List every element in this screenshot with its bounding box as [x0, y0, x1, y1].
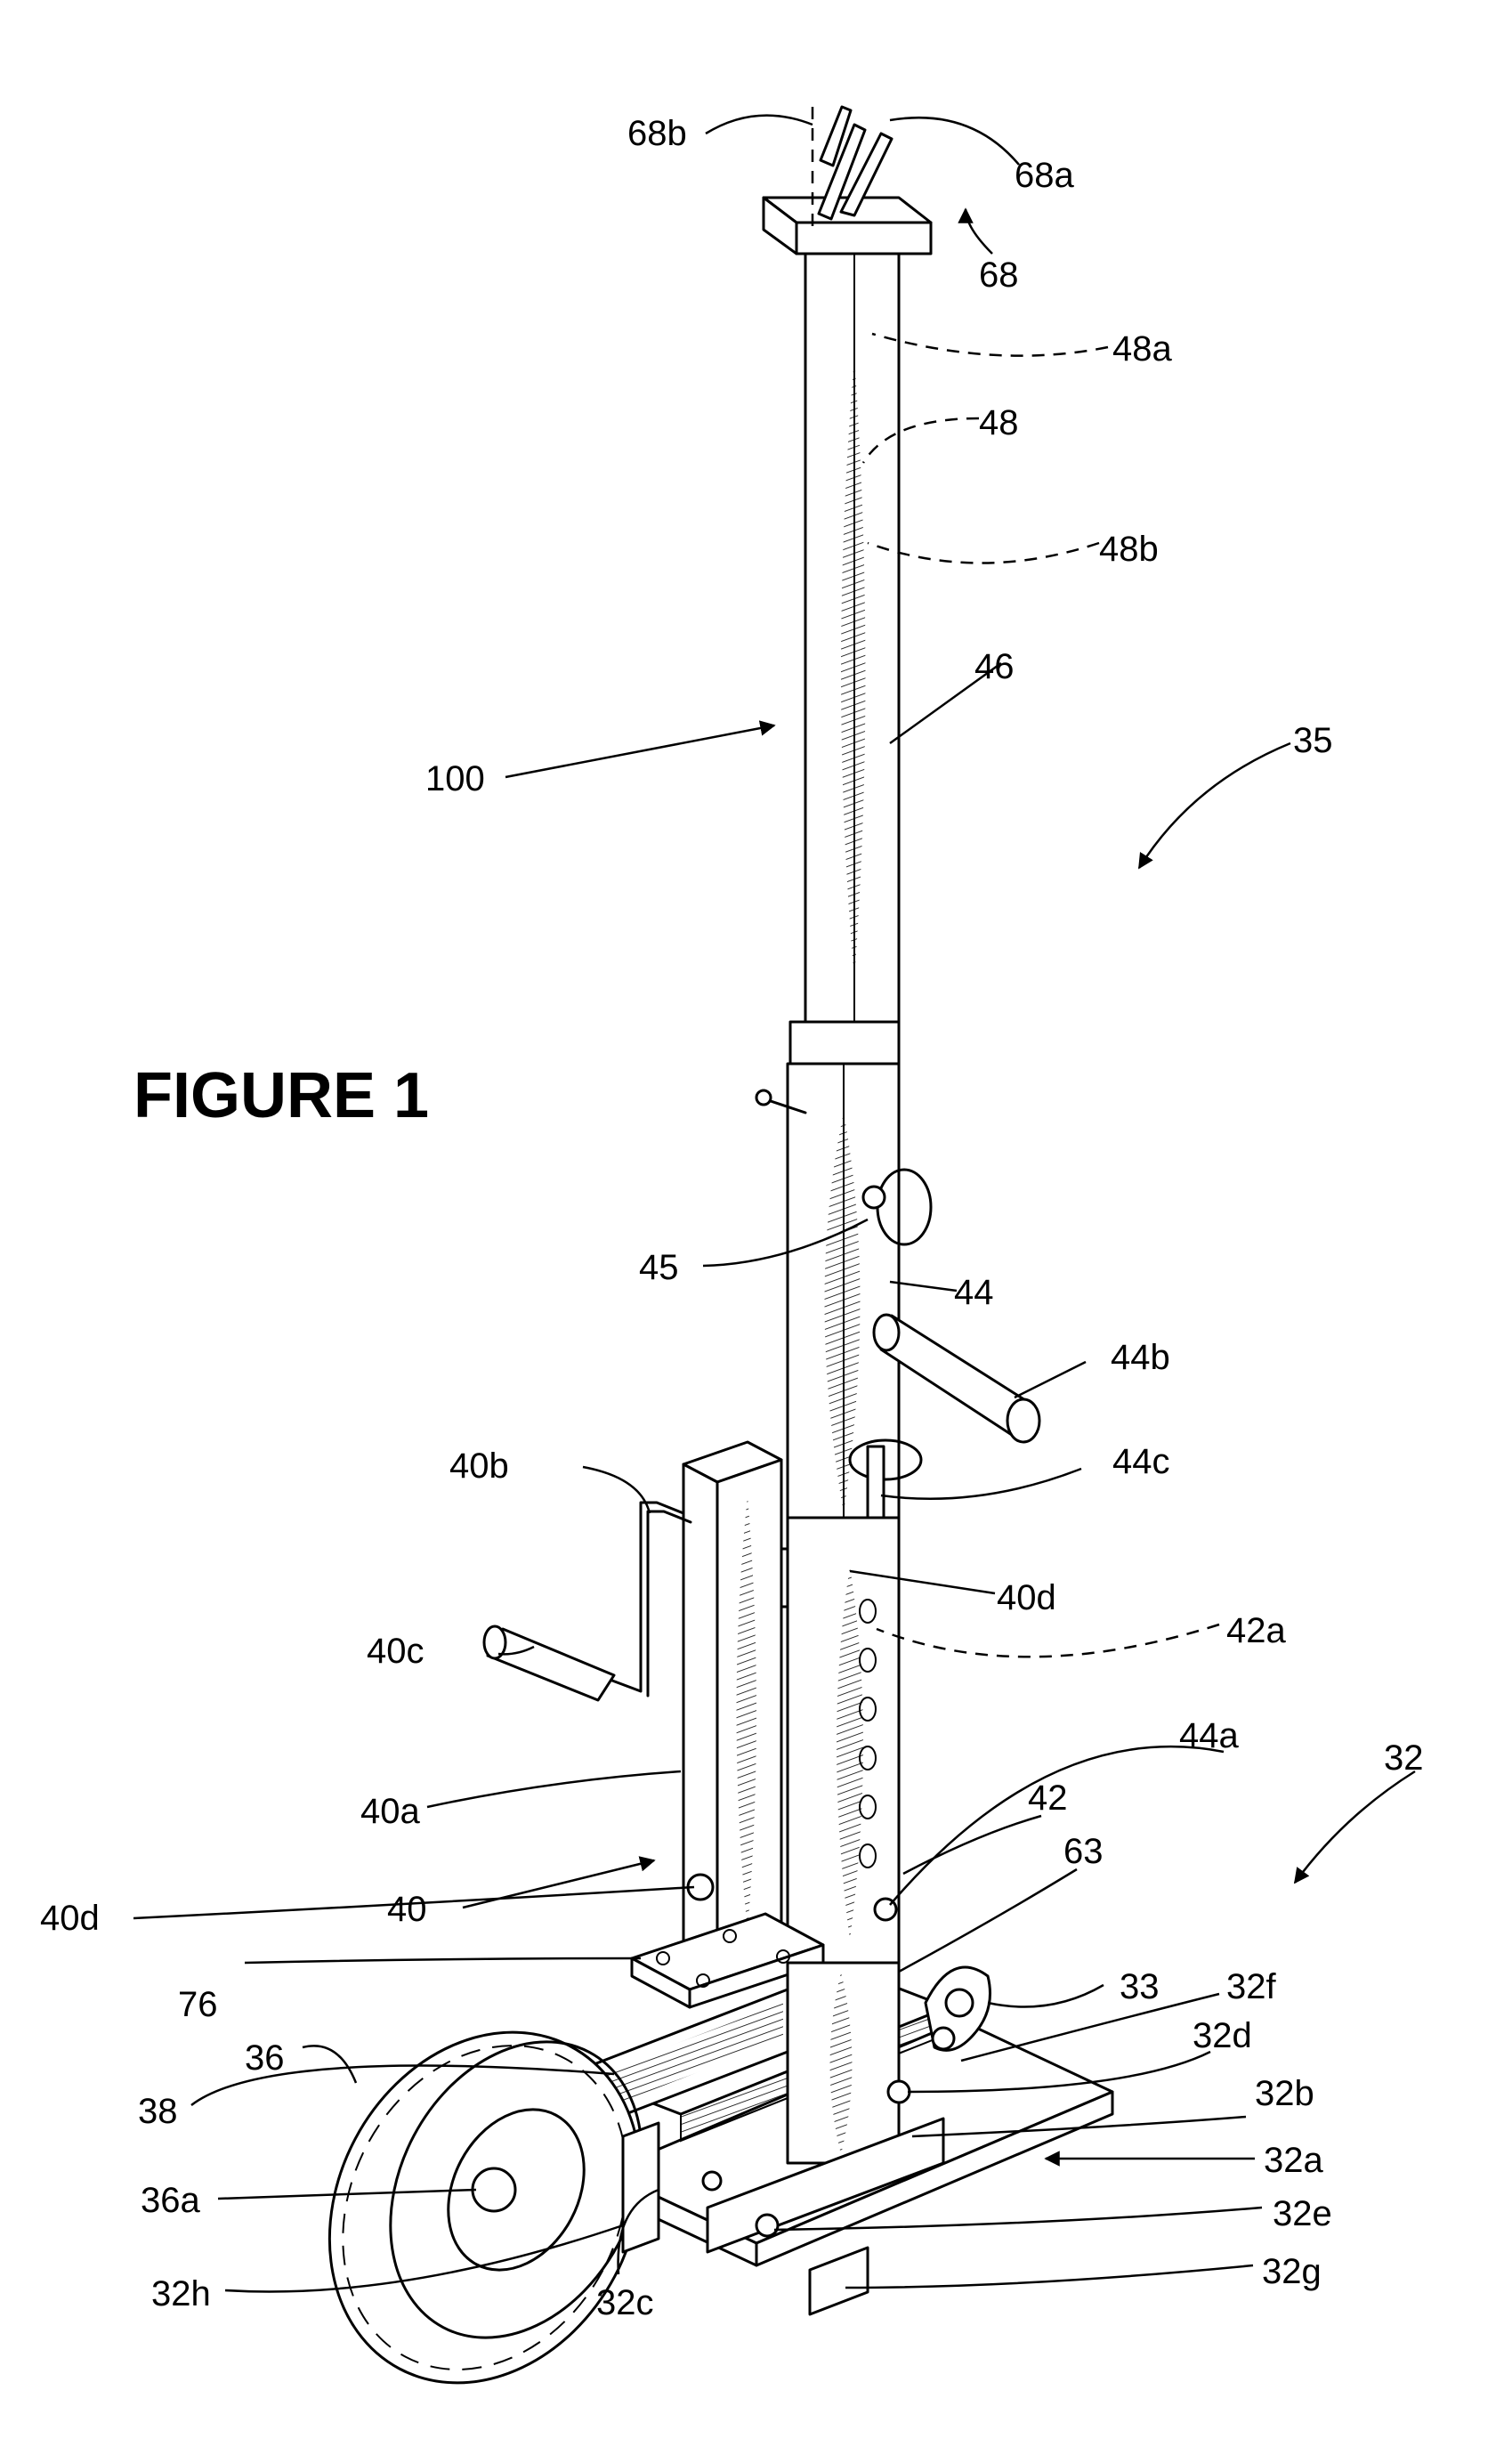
label-45: 45: [639, 1248, 679, 1287]
label-40b: 40b: [449, 1446, 509, 1486]
crank-arm-40b: [605, 1503, 683, 1691]
pin-32d: [888, 2081, 910, 2103]
label-100: 100: [425, 759, 485, 798]
label-32f: 32f: [1226, 1967, 1276, 2006]
label-36a: 36a: [141, 2181, 200, 2220]
label-36: 36: [245, 2038, 285, 2078]
pin-32e: [756, 2215, 778, 2236]
label-32g: 32g: [1262, 2252, 1322, 2291]
figure-title: FIGURE 1: [133, 1060, 429, 1131]
label-32d: 32d: [1193, 2016, 1252, 2055]
label-40: 40: [387, 1890, 427, 1929]
label-68b: 68b: [627, 114, 687, 153]
label-32b: 32b: [1255, 2074, 1314, 2113]
label-44a: 44a: [1179, 1716, 1239, 1755]
label-48a: 48a: [1112, 329, 1172, 369]
label-33: 33: [1120, 1967, 1160, 2006]
label-63: 63: [1063, 1832, 1104, 1871]
label-68a: 68a: [1015, 156, 1074, 195]
post-collar: [790, 1022, 899, 1064]
label-42: 42: [1028, 1779, 1068, 1818]
label-32: 32: [1384, 1738, 1424, 1778]
hub-36a: [473, 2168, 515, 2211]
label-48b: 48b: [1099, 530, 1159, 569]
label-38: 38: [138, 2092, 178, 2131]
label-44c: 44c: [1112, 1442, 1170, 1481]
label-48: 48: [979, 403, 1019, 442]
label-40d-bottom: 40d: [40, 1899, 100, 1938]
label-32c: 32c: [596, 2283, 654, 2322]
label-44b: 44b: [1111, 1338, 1170, 1377]
crank-jack-40: [484, 1442, 823, 2007]
upper-post-assembly: [756, 107, 1039, 1963]
label-40d-top: 40d: [997, 1578, 1056, 1617]
label-32e: 32e: [1273, 2194, 1332, 2233]
base-frame-32: [592, 1963, 1112, 2314]
label-35: 35: [1293, 721, 1333, 760]
wheel-36: [270, 1978, 700, 2438]
label-40c: 40c: [367, 1632, 424, 1671]
label-42a: 42a: [1226, 1611, 1286, 1650]
label-68: 68: [979, 255, 1019, 295]
label-32h: 32h: [151, 2274, 211, 2313]
label-44: 44: [954, 1273, 994, 1312]
label-32a: 32a: [1264, 2141, 1323, 2180]
label-76: 76: [178, 1985, 218, 2024]
label-46: 46: [974, 647, 1015, 686]
label-40a: 40a: [360, 1792, 420, 1831]
